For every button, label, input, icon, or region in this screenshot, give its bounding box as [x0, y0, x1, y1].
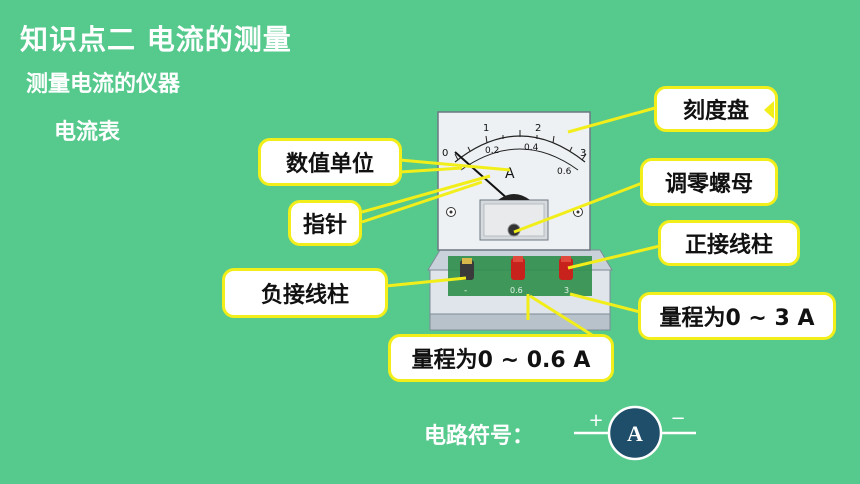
- leader-lines: [361, 106, 661, 342]
- scale-top-0: 0: [442, 148, 448, 159]
- scale-bottom-0.2: 0.2: [485, 146, 499, 156]
- callout-range-3-text: 量程为0 ~ 3 A: [659, 306, 815, 331]
- symbol-letter: A: [627, 421, 643, 446]
- callout-range-06-text: 量程为0 ~ 0.6 A: [411, 348, 591, 373]
- callout-range-3: 量程为0 ~ 3 A: [638, 292, 836, 340]
- scale-top-1: 1: [483, 123, 489, 134]
- symbol-minus: −: [670, 408, 685, 429]
- section-subtitle: 测量电流的仪器: [26, 72, 181, 97]
- scale-bottom-0.6: 0.6: [557, 167, 572, 177]
- callout-unit-text: 数值单位: [285, 152, 374, 177]
- callout-positive-post: 正接线柱: [658, 220, 800, 266]
- callout-zero-adjust-text: 调零螺母: [664, 172, 753, 197]
- terminal-label-negative: -: [464, 286, 467, 296]
- callout-unit: 数值单位: [258, 138, 402, 186]
- scale-top-2: 2: [535, 123, 541, 134]
- scale-top-3: 3: [580, 148, 586, 159]
- terminal-label-0.6: 0.6: [510, 286, 523, 295]
- ammeter-circuit-symbol: A + −: [574, 405, 696, 461]
- terminal-0.6: [511, 256, 525, 280]
- unit-letter: A: [505, 166, 515, 182]
- callout-dial: 刻度盘: [654, 86, 778, 132]
- pointer-needle: [454, 151, 510, 201]
- terminal-label-3: 3: [564, 286, 569, 295]
- callout-pointer-text: 指针: [302, 213, 347, 238]
- callout-pointer: 指针: [288, 200, 362, 246]
- scale-bottom-0.4: 0.4: [524, 143, 539, 153]
- page-title: 知识点二 电流的测量: [20, 23, 292, 56]
- circuit-symbol-label: 电路符号：: [424, 424, 535, 449]
- callout-positive-post-text: 正接线柱: [684, 233, 773, 258]
- terminal-negative: [460, 258, 474, 280]
- callout-dial-text: 刻度盘: [682, 99, 749, 124]
- callout-dial-pointer: [764, 101, 774, 119]
- symbol-plus: +: [588, 410, 603, 431]
- terminal-3: [559, 256, 573, 280]
- meter-face: 0 1 2 3 0.2 0.4 0.6 A: [437, 111, 591, 251]
- callout-range-06: 量程为0 ~ 0.6 A: [388, 334, 614, 382]
- callout-negative-post-text: 负接线柱: [260, 283, 349, 308]
- callout-zero-adjust: 调零螺母: [640, 158, 778, 206]
- instrument-name: 电流表: [54, 120, 121, 145]
- callout-negative-post: 负接线柱: [222, 268, 388, 318]
